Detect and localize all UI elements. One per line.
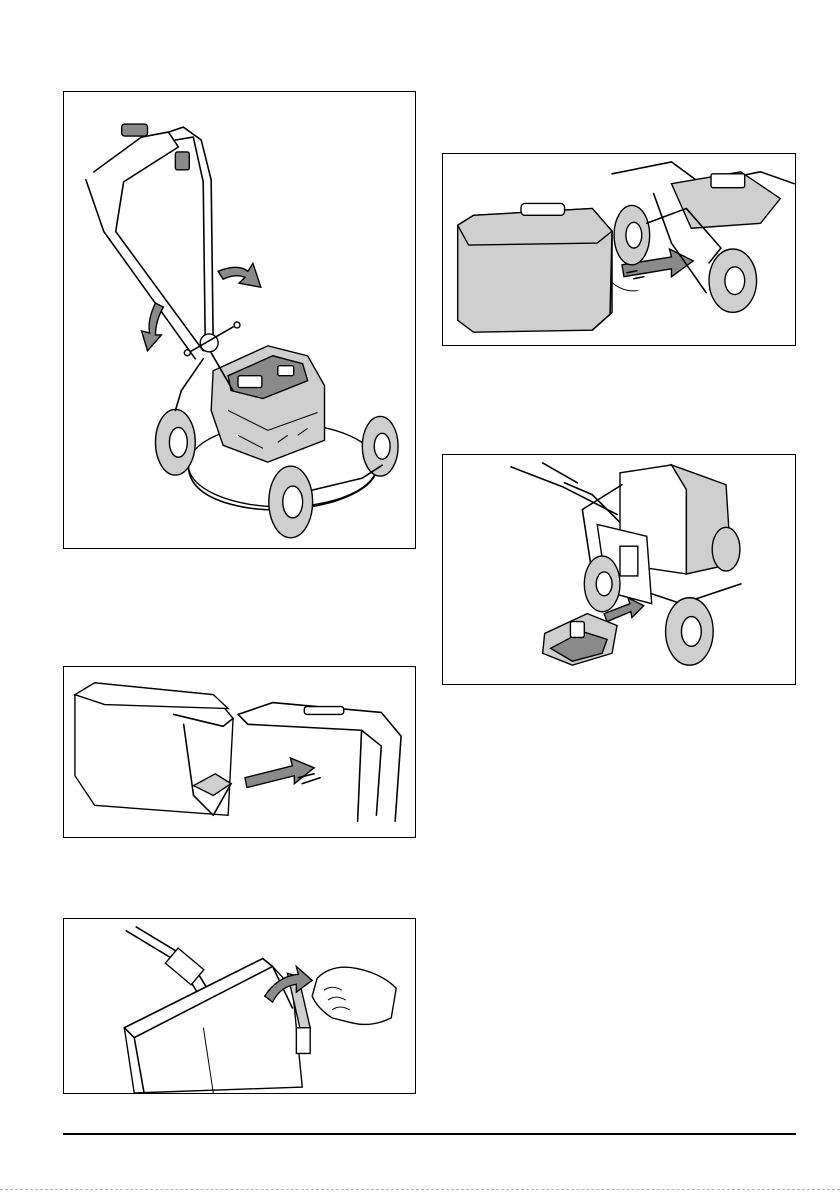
figure-catcher-clip-fasten [63, 918, 416, 1094]
catcher-clip-fasten-illustration [64, 919, 415, 1093]
mulch-plug-insert-illustration [443, 455, 795, 684]
figure-catcher-frame-assembly [63, 666, 416, 838]
footer-rule [63, 1133, 796, 1135]
figure-handle-unfold [63, 91, 416, 549]
figure-mulch-plug-insert [442, 454, 796, 685]
page-bottom-edge [0, 1189, 840, 1190]
grass-catcher-attach-illustration [443, 154, 795, 345]
catcher-frame-assembly-illustration [64, 667, 415, 837]
figure-grass-catcher-attach [442, 153, 796, 346]
lawnmower-handle-illustration [64, 92, 415, 548]
